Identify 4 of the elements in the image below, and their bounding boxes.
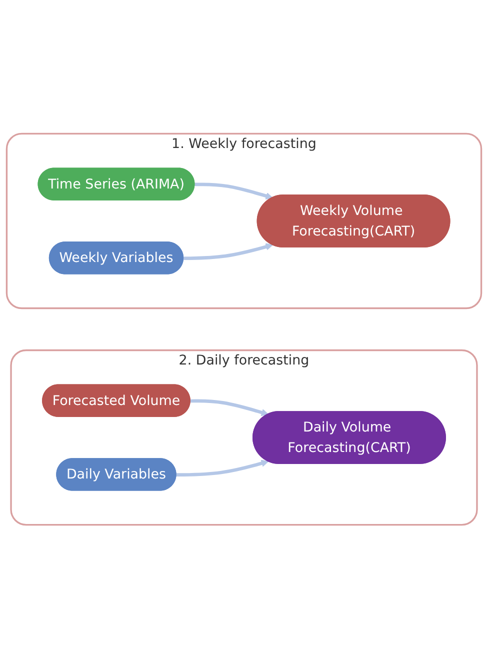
arrow (176, 459, 269, 476)
arrow (190, 398, 269, 416)
arrow (184, 242, 273, 260)
arrow (194, 182, 273, 200)
